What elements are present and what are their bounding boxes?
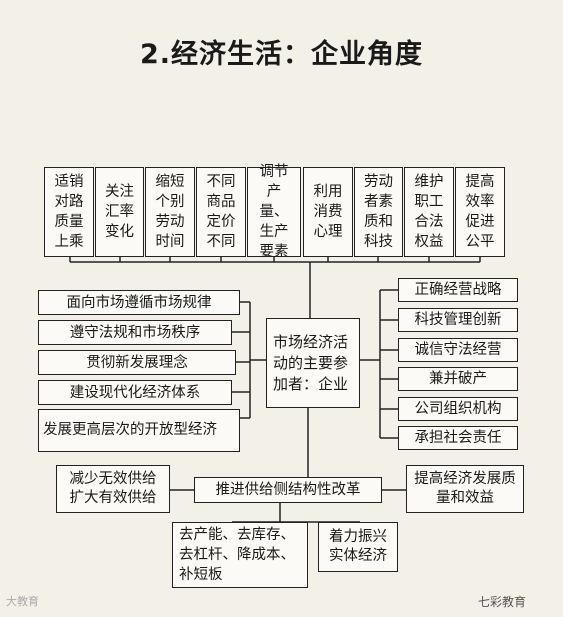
left-box-laws-order: 遵守法规和市场秩序 — [38, 320, 232, 345]
right-box-integrity: 诚信守法经营 — [398, 338, 518, 362]
top-box-pricing: 不同商品定价不同 — [196, 167, 246, 257]
reform-right-box: 提高经济发展质量和效益 — [406, 465, 524, 513]
right-box-merger-bankruptcy: 兼并破产 — [398, 367, 518, 391]
left-box-market-rules: 面向市场遵循市场规律 — [38, 290, 240, 315]
right-box-corporate-structure: 公司组织机构 — [398, 397, 518, 421]
right-box-strategy: 正确经营战略 — [398, 278, 518, 302]
left-box-modern-economy: 建设现代化经济体系 — [38, 380, 232, 405]
top-box-production: 调节产量、生产要素 — [247, 164, 301, 260]
right-box-innovation: 科技管理创新 — [398, 308, 518, 332]
top-box-efficiency-fairness: 提高效率促进公平 — [455, 167, 505, 257]
left-box-open-economy: 发展更高层次的开放型经济 — [38, 409, 240, 452]
watermark-left: 大教育 — [6, 595, 39, 608]
reform-measures-box: 去产能、去库存、去杠杆、降成本、补短板 — [172, 522, 308, 588]
reform-left-box: 减少无效供给扩大有效供给 — [56, 465, 170, 513]
reform-main-box: 推进供给侧结构性改革 — [194, 477, 382, 503]
top-box-labor-time: 缩短个别劳动时间 — [145, 167, 195, 257]
left-box-new-development: 贯彻新发展理念 — [38, 350, 236, 375]
real-economy-box: 着力振兴实体经济 — [318, 522, 398, 572]
top-box-quality: 适销对路质量上乘 — [44, 167, 94, 257]
top-box-tech-quality: 劳动者素质和科技 — [354, 167, 403, 257]
page-title: 2.经济生活：企业角度 — [139, 39, 424, 70]
center-box-enterprise: 市场经济活动的主要参加者：企业 — [266, 318, 360, 408]
watermark-right: 七彩教育 — [478, 595, 527, 609]
top-box-exchange-rate: 关注汇率变化 — [95, 167, 144, 257]
right-box-social-responsibility: 承担社会责任 — [398, 426, 518, 450]
top-box-consumer-psychology: 利用消费心理 — [303, 167, 353, 257]
top-box-worker-rights: 维护职工合法权益 — [404, 167, 454, 257]
